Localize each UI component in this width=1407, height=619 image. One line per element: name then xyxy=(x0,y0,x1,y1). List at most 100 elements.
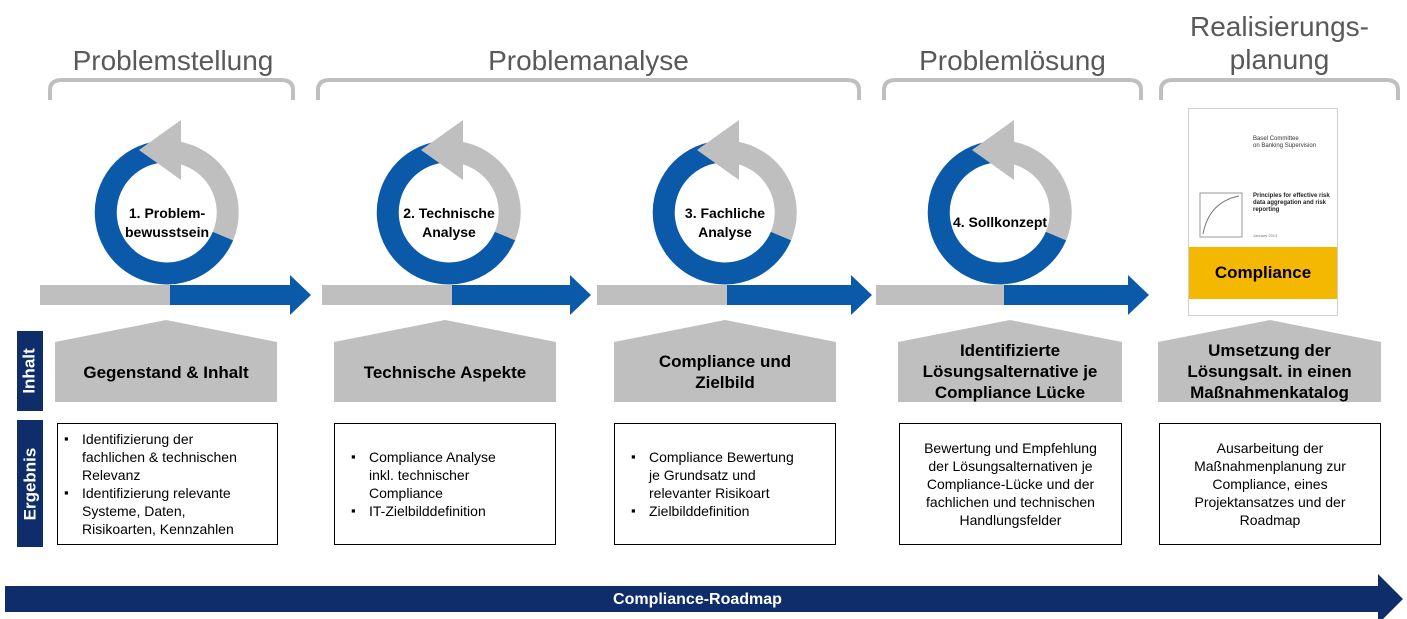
phase-title-realisierungs-line1: Realisierungs- xyxy=(1190,11,1369,42)
inhalt-header-4-line1: Identifizierte xyxy=(959,340,1061,360)
ergebnis-4-line5: Handlungsfelder xyxy=(959,512,1062,528)
ergebnis-5-line2: Maßnahmenplanung zur xyxy=(1194,458,1346,474)
side-label-inhalt-text: Inhalt xyxy=(20,348,39,394)
ergebnis-box-2: Compliance Analyse inkl. technischer Com… xyxy=(334,423,556,545)
inhalt-header-4-line3: Compliance Lücke xyxy=(934,382,1086,402)
ergebnis-1-bullet-2-line3: Risikoarten, Kennzahlen xyxy=(82,521,234,537)
inhalt-shape-1 xyxy=(55,320,277,402)
cycle-label-1-line2: bewusstsein xyxy=(124,224,210,240)
ergebnis-list-1: Identifizierung der fachlichen & technis… xyxy=(58,430,237,538)
ergebnis-1-bullet-1-line1: Identifizierung der xyxy=(82,431,194,447)
inhalt-header-4: Identifizierte Lösungsalternative je Com… xyxy=(898,336,1122,406)
ergebnis-5-line5: Roadmap xyxy=(1239,512,1301,528)
cycle-label-3-line1: 3. Fachliche xyxy=(684,205,766,221)
inhalt-shape-3 xyxy=(614,320,836,402)
ergebnis-3-bullet-1: Compliance Bewertung je Grundsatz und re… xyxy=(631,448,794,502)
side-label-ergebnis-text: Ergebnis xyxy=(20,447,39,520)
doc-publisher-line1: Basel Committee xyxy=(1253,136,1299,142)
bracket-problemloesung xyxy=(882,78,1143,100)
inhalt-header-5-line1: Umsetzung der xyxy=(1208,340,1331,360)
ergebnis-5-text: Ausarbeitung der Maßnahmenplanung zur Co… xyxy=(1194,439,1346,529)
ergebnis-1-bullet-2-line1: Identifizierung relevante xyxy=(82,485,231,501)
ergebnis-2-bullet-1-line2: inkl. technischer xyxy=(369,467,470,483)
doc-logo-icon xyxy=(1199,192,1243,238)
ergebnis-5-line3: Compliance, eines xyxy=(1212,476,1328,492)
cycle-label-2-line1: 2. Technische xyxy=(403,205,495,221)
phase-title-problemanalyse: Problemanalyse xyxy=(488,45,689,76)
phase-title-problemloesung: Problemlösung xyxy=(919,45,1106,76)
ergebnis-2-bullet-2-line1: IT-Zielbilddefinition xyxy=(369,503,486,519)
ergebnis-1-bullet-1: Identifizierung der fachlichen & technis… xyxy=(64,430,237,484)
doc-publisher: Basel Committee on Banking Supervision xyxy=(1253,136,1333,150)
inhalt-header-3-line2: Zielbild xyxy=(695,373,755,392)
doc-date: January 2013 xyxy=(1253,233,1278,238)
phase-title-realisierungsplanung: Realisierungs- planung xyxy=(1161,10,1398,76)
ergebnis-4-text: Bewertung und Empfehlung der Lösungsalte… xyxy=(924,439,1097,529)
inhalt-header-3: Compliance und Zielbild xyxy=(614,342,836,402)
cycle-label-1-line1: 1. Problem- xyxy=(128,205,206,221)
inhalt-shape-5 xyxy=(1158,320,1381,402)
ergebnis-2-bullet-1-line1: Compliance Analyse xyxy=(369,449,496,465)
roadmap-label: Compliance-Roadmap xyxy=(613,591,782,608)
cycle-label-3: 3. Fachliche Analyse xyxy=(665,204,785,242)
inhalt-header-3-line1: Compliance und xyxy=(658,352,792,371)
doc-title-line3: reporting xyxy=(1253,207,1280,213)
ergebnis-4-line3: Compliance-Lücke und der xyxy=(926,476,1095,492)
cycle-label-1: 1. Problem- bewusstsein xyxy=(107,204,227,242)
cycle-label-4: 4. Sollkonzept xyxy=(940,213,1060,232)
inhalt-header-5-line3: Maßnahmenkatalog xyxy=(1190,382,1349,402)
inhalt-header-4-line2: Lösungsalternative je xyxy=(922,361,1098,381)
cycle-label-2-line2: Analyse xyxy=(422,224,476,240)
ergebnis-1-bullet-2-line2: Systeme, Daten, xyxy=(82,503,186,519)
ergebnis-box-3: Compliance Bewertung je Grundsatz und re… xyxy=(614,423,836,545)
phase-title-realisierungs-line2: planung xyxy=(1229,44,1330,75)
cycle-3-arrows xyxy=(597,120,872,315)
cycle-label-3-line2: Analyse xyxy=(698,224,752,240)
inhalt-header-5-line2: Lösungsalt. in einen xyxy=(1187,361,1352,381)
cycle-2-arrows xyxy=(322,120,591,315)
ergebnis-5-line4: Projektansatzes und der xyxy=(1194,494,1346,510)
roadmap-arrow xyxy=(5,574,1403,619)
ergebnis-3-bullet-1-line3: relevanter Risikoart xyxy=(649,485,770,501)
ergebnis-3-bullet-2: Zielbilddefinition xyxy=(631,502,794,520)
ergebnis-2-bullet-2: IT-Zielbilddefinition xyxy=(351,502,496,520)
inhalt-header-5: Umsetzung der Lösungsalt. in einen Maßna… xyxy=(1158,336,1381,406)
ergebnis-3-bullet-1-line1: Compliance Bewertung xyxy=(649,449,794,465)
ergebnis-4-line1: Bewertung und Empfehlung xyxy=(924,440,1097,456)
bracket-realisierungsplanung xyxy=(1159,78,1400,100)
ergebnis-5-line1: Ausarbeitung der xyxy=(1216,440,1324,456)
doc-publisher-line2: on Banking Supervision xyxy=(1253,143,1317,149)
ergebnis-1-bullet-1-line3: Relevanz xyxy=(82,467,141,483)
inhalt-header-1: Gegenstand & Inhalt xyxy=(55,342,277,402)
ergebnis-4-line4: fachlichen und technischen xyxy=(926,494,1095,510)
ergebnis-box-1: Identifizierung der fachlichen & technis… xyxy=(57,423,278,545)
compliance-banner: Compliance xyxy=(1189,247,1337,299)
inhalt-header-2-text: Technische Aspekte xyxy=(363,362,527,382)
bcbs-document-thumbnail: Basel Committee on Banking Supervision P… xyxy=(1188,108,1338,316)
cycle-label-4-line1: 4. Sollkonzept xyxy=(952,214,1048,230)
bracket-problemstellung xyxy=(48,78,295,100)
doc-title-line2: data aggregation and risk xyxy=(1253,200,1327,206)
cycle-1-arrows xyxy=(40,120,311,315)
side-label-ergebnis: Ergebnis xyxy=(17,420,43,547)
side-label-inhalt: Inhalt xyxy=(17,331,43,411)
doc-title: Principles for effective risk data aggre… xyxy=(1253,193,1333,214)
ergebnis-list-3: Compliance Bewertung je Grundsatz und re… xyxy=(615,448,794,520)
inhalt-header-2: Technische Aspekte xyxy=(334,342,556,402)
ergebnis-list-2: Compliance Analyse inkl. technischer Com… xyxy=(335,448,496,520)
ergebnis-box-5: Ausarbeitung der Maßnahmenplanung zur Co… xyxy=(1159,423,1381,545)
inhalt-header-1-text: Gegenstand & Inhalt xyxy=(83,362,249,382)
inhalt-shape-2 xyxy=(334,320,556,402)
cycle-4-arrows xyxy=(876,120,1149,315)
ergebnis-2-bullet-1-line3: Compliance xyxy=(369,485,443,501)
doc-title-line1: Principles for effective risk xyxy=(1253,193,1330,199)
inhalt-shape-4 xyxy=(898,320,1122,402)
ergebnis-4-line2: der Lösungsalternativen je xyxy=(928,458,1093,474)
ergebnis-3-bullet-2-line1: Zielbilddefinition xyxy=(649,503,750,519)
ergebnis-3-bullet-1-line2: je Grundsatz und xyxy=(649,467,756,483)
cycle-label-2: 2. Technische Analyse xyxy=(389,204,509,242)
ergebnis-box-4: Bewertung und Empfehlung der Lösungsalte… xyxy=(899,423,1122,545)
phase-title-problemstellung: Problemstellung xyxy=(72,45,274,76)
ergebnis-1-bullet-1-line2: fachlichen & technischen xyxy=(82,449,237,465)
